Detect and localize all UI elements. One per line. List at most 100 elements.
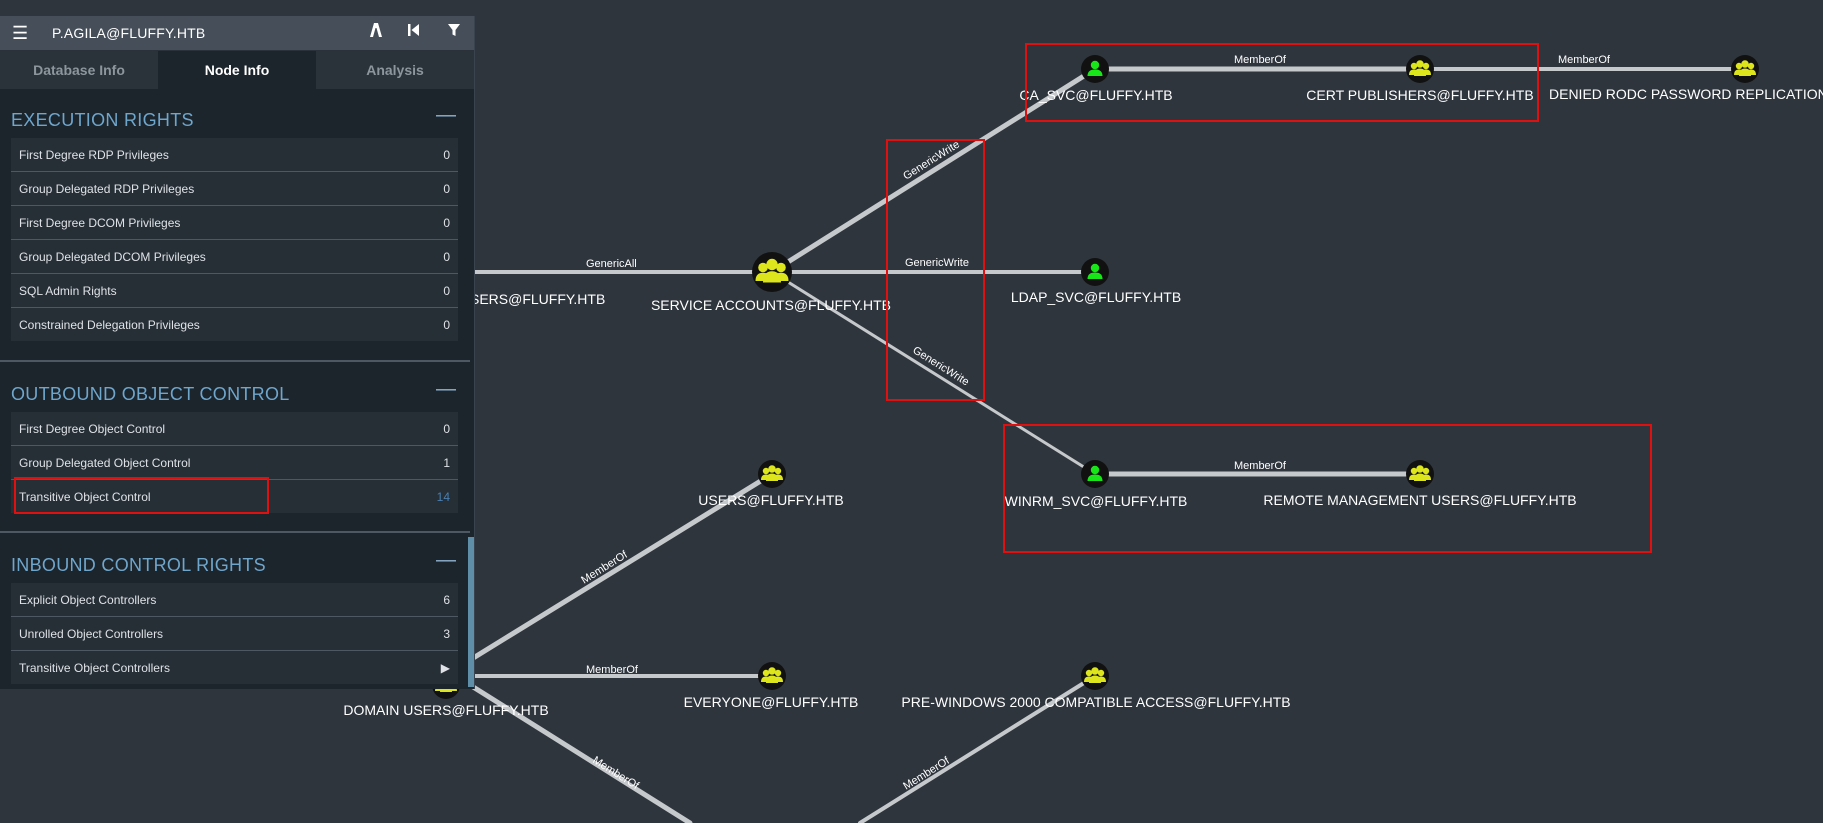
row-value: 0 [443,318,450,332]
tab-node-info[interactable]: Node Info [158,51,316,89]
node-everyone[interactable]: EVERYONE@FLUFFY.HTB [684,662,859,710]
filter-icon[interactable] [443,22,465,43]
node-label: EVERYONE@FLUFFY.HTB [684,694,859,710]
panel-tabs: Database Info Node Info Analysis [0,51,474,89]
node-users[interactable]: USERS@FLUFFY.HTB [698,460,844,508]
node-info-panel: ☰ P.AGILA@FLUFFY.HTB Database Info Node … [0,16,474,689]
node-label: REMOTE MANAGEMENT USERS@FLUFFY.HTB [1263,492,1576,508]
edge-label-pre-down: MemberOf [901,754,952,792]
section-title: EXECUTION RIGHTS [11,110,194,130]
list-item[interactable]: First Degree Object Control 0 [11,412,458,446]
list-item[interactable]: First Degree RDP Privileges 0 [11,138,458,172]
row-label: Group Delegated Object Control [19,456,191,470]
expand-arrow-icon[interactable]: ▶ [440,661,450,675]
row-value: 0 [443,284,450,298]
edge-du-down[interactable] [467,682,693,823]
row-label: Group Delegated DCOM Privileges [19,250,206,264]
row-value: 3 [443,627,450,641]
row-value: 0 [443,182,450,196]
panel-header: ☰ P.AGILA@FLUFFY.HTB [0,16,474,51]
list-item[interactable]: Constrained Delegation Privileges 0 [11,308,458,341]
row-label: Explicit Object Controllers [19,593,157,607]
section-divider [0,531,470,533]
highlight-box-ca-cert [1025,43,1539,122]
edge-label-winrm-remote: MemberOf [1234,460,1287,472]
node-label: SERS@FLUFFY.HTB [470,291,605,307]
collapse-icon[interactable]: — [436,104,456,126]
edge-label-du-everyone: MemberOf [586,664,639,676]
list-item[interactable]: SQL Admin Rights 0 [11,274,458,308]
node-winrm-svc[interactable]: WINRM_SVC@FLUFFY.HTB [1005,460,1188,509]
pathfinding-icon[interactable] [365,22,387,43]
list-item[interactable]: Group Delegated RDP Privileges 0 [11,172,458,206]
node-label: CA_SVC@FLUFFY.HTB [1019,87,1172,103]
highlight-box-genericwrite [886,139,985,401]
list-item[interactable]: Group Delegated DCOM Privileges 0 [11,240,458,274]
row-label: First Degree RDP Privileges [19,148,169,162]
row-value-link[interactable]: 14 [436,490,450,504]
row-label: Group Delegated RDP Privileges [19,182,195,196]
node-label: SERVICE ACCOUNTS@FLUFFY.HTB [651,297,891,313]
edge-label-sa-ldap: GenericWrite [905,257,969,269]
node-label: USERS@FLUFFY.HTB [698,492,843,508]
section-inbound-control-rights: INBOUND CONTROL RIGHTS — Explicit Object… [0,543,474,684]
highlight-box-transitive-control [14,477,269,514]
list-item[interactable]: Group Delegated Object Control 1 [11,446,458,480]
edge-label-ca-cert: MemberOf [1234,54,1287,66]
row-value: 0 [443,216,450,230]
list-item-transitive-object-control[interactable]: Transitive Object Control 14 [11,480,458,513]
section-divider [0,360,470,362]
tab-analysis[interactable]: Analysis [316,51,474,89]
section-header[interactable]: EXECUTION RIGHTS — [0,98,474,138]
node-label: PRE-WINDOWS 2000 COMPATIBLE ACCESS@FLUFF… [901,694,1290,710]
edge-sa-winrm[interactable] [770,270,1097,476]
node-remote-management-users[interactable]: REMOTE MANAGEMENT USERS@FLUFFY.HTB [1263,460,1577,508]
collapse-icon[interactable]: — [436,549,456,571]
section-header[interactable]: OUTBOUND OBJECT CONTROL — [0,372,474,412]
node-label: WINRM_SVC@FLUFFY.HTB [1005,493,1188,509]
back-icon[interactable] [403,22,425,43]
selected-node-title: P.AGILA@FLUFFY.HTB [52,25,206,41]
row-label: Constrained Delegation Privileges [19,318,200,332]
list-item[interactable]: Transitive Object Controllers ▶ [11,651,458,684]
node-cert-publishers[interactable]: CERT PUBLISHERS@FLUFFY.HTB [1306,55,1534,103]
row-value: 0 [443,250,450,264]
tab-database-info[interactable]: Database Info [0,51,158,89]
row-value: 0 [443,422,450,436]
node-service-accounts[interactable]: SERVICE ACCOUNTS@FLUFFY.HTB [651,252,891,313]
node-pre-windows-2000[interactable]: PRE-WINDOWS 2000 COMPATIBLE ACCESS@FLUFF… [901,662,1291,710]
row-label: Transitive Object Control [19,490,151,504]
row-value: 0 [443,148,450,162]
row-label: First Degree Object Control [19,422,166,436]
edge-du-users[interactable] [467,471,775,663]
row-value: 1 [443,456,450,470]
graph-edges [467,66,1747,823]
row-label: Transitive Object Controllers [19,661,170,675]
edge-pre-down[interactable] [858,674,1097,823]
row-label: SQL Admin Rights [19,284,117,298]
node-ldap-svc[interactable]: LDAP_SVC@FLUFFY.HTB [1011,258,1181,305]
node-ca-svc[interactable]: CA_SVC@FLUFFY.HTB [1019,55,1173,103]
section-outbound-object-control: OUTBOUND OBJECT CONTROL — First Degree O… [0,372,474,513]
node-denied-rodc[interactable]: DENIED RODC PASSWORD REPLICATION GR [1549,55,1823,102]
section-title: OUTBOUND OBJECT CONTROL [11,384,290,404]
section-header[interactable]: INBOUND CONTROL RIGHTS — [0,543,474,583]
highlight-box-winrm-remote [1003,424,1652,553]
hamburger-menu-icon[interactable]: ☰ [12,23,29,43]
list-item[interactable]: Explicit Object Controllers 6 [11,583,458,617]
row-value: 6 [443,593,450,607]
node-label: CERT PUBLISHERS@FLUFFY.HTB [1306,87,1533,103]
collapse-icon[interactable]: — [436,378,456,400]
panel-scrollbar[interactable] [468,537,474,687]
node-users-partial[interactable]: SERS@FLUFFY.HTB [470,291,605,307]
section-title: INBOUND CONTROL RIGHTS [11,555,266,575]
section-execution-rights: EXECUTION RIGHTS — First Degree RDP Priv… [0,98,474,341]
edge-label-cert-denied: MemberOf [1558,54,1611,66]
edge-sa-ca[interactable] [769,66,1098,275]
node-label: DOMAIN USERS@FLUFFY.HTB [343,702,548,718]
node-label: LDAP_SVC@FLUFFY.HTB [1011,289,1181,305]
edge-label-users-sa: GenericAll [586,258,637,270]
